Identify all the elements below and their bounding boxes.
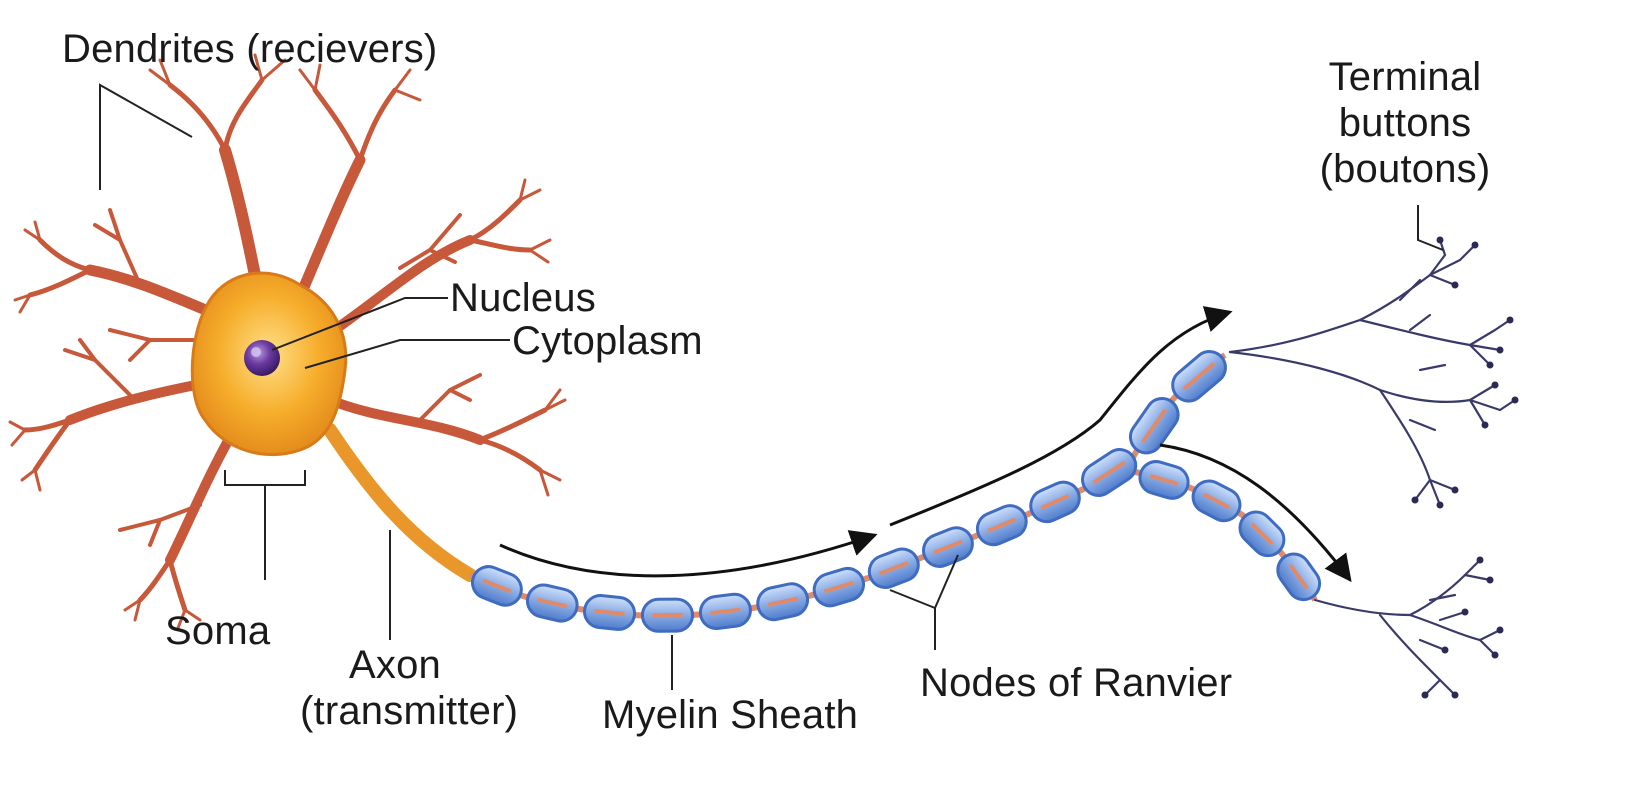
label-myelin-sheath: Myelin Sheath: [602, 692, 858, 738]
myelin-sheath: [468, 345, 1326, 631]
label-terminal-line3: (boutons): [1305, 146, 1505, 192]
label-terminal-buttons: Terminal buttons (boutons): [1305, 54, 1505, 192]
nucleus: [244, 340, 280, 376]
bouton-dots: [1412, 237, 1519, 699]
dendrites-leader: [100, 85, 192, 190]
label-axon-line1: Axon: [300, 642, 490, 688]
label-dendrites: Dendrites (recievers): [62, 26, 437, 72]
label-nucleus: Nucleus: [450, 275, 596, 321]
label-terminal-line1: Terminal: [1305, 54, 1505, 100]
label-terminal-line2: buttons: [1305, 100, 1505, 146]
axon-initial-segment: [330, 430, 470, 575]
label-nodes-of-ranvier: Nodes of Ranvier: [920, 660, 1232, 706]
label-cytoplasm: Cytoplasm: [512, 318, 703, 364]
label-axon: Axon (transmitter): [300, 642, 490, 734]
signal-arrow-icon: [500, 535, 875, 576]
label-axon-line2: (transmitter): [300, 688, 490, 734]
terminal-buttons: [1230, 240, 1515, 695]
soma-bracket: [225, 470, 305, 580]
label-soma: Soma: [165, 608, 270, 654]
